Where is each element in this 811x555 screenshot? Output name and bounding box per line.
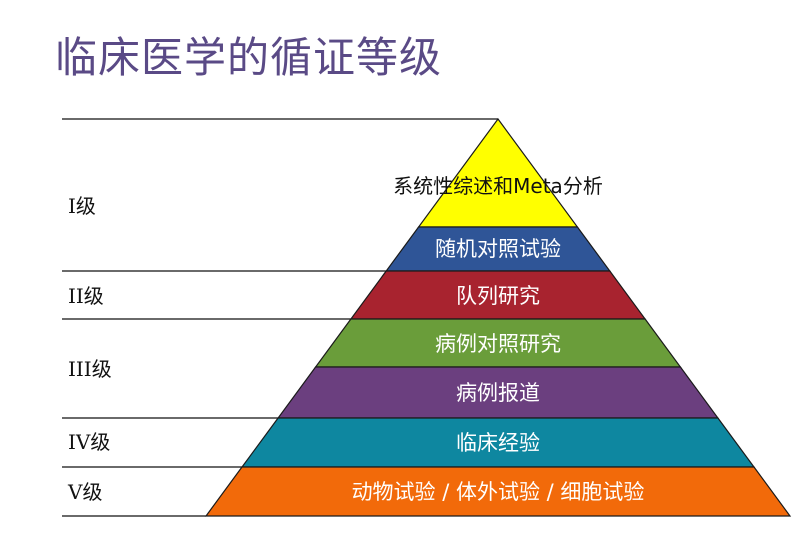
- layer-label-case-report: 病例报道: [456, 381, 540, 405]
- layer-label-animal-in-vitro: 动物试验 / 体外试验 / 细胞试验: [351, 480, 645, 504]
- pyramid-layer-animal-in-vitro: [204, 466, 792, 517]
- level-label-iii: III级: [68, 357, 112, 381]
- level-divider-lines: [62, 118, 498, 517]
- level-label-v: V级: [68, 480, 103, 504]
- layer-label-rct: 随机对照试验: [435, 237, 561, 261]
- level-label-ii: II级: [68, 284, 104, 308]
- level-label-i: I级: [68, 194, 96, 218]
- layer-label-case-control: 病例对照研究: [435, 332, 561, 356]
- layer-label-cohort: 队列研究: [456, 284, 540, 308]
- layer-label-meta-analysis: 系统性综述和Meta分析: [393, 174, 603, 198]
- level-label-iv: IV级: [68, 430, 111, 454]
- page-title: 临床医学的循证等级: [55, 33, 443, 82]
- layer-label-clinical-experience: 临床经验: [456, 431, 540, 455]
